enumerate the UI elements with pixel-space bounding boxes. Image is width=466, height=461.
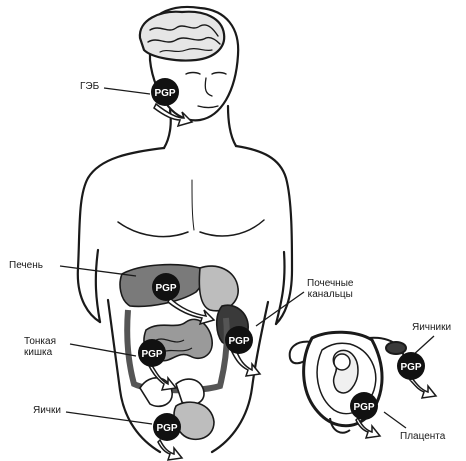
label-liver: Печень [9, 260, 43, 271]
pgp-marker-bbb: PGP [151, 78, 179, 106]
testes-leader [66, 412, 152, 424]
label-renal-line2: канальцы [307, 289, 353, 300]
label-placenta: Плацента [400, 431, 445, 442]
torso-right-outline [236, 146, 292, 324]
ovary [386, 342, 406, 354]
pgp-marker-placenta: PGP [350, 392, 378, 420]
label-intestine-line1: Тонкая [24, 336, 56, 347]
uterus-inset [290, 332, 406, 432]
svg-text:PGP: PGP [155, 283, 176, 294]
label-intestine-line2: кишка [24, 347, 56, 358]
label-bbb: ГЭБ [80, 81, 99, 92]
label-ovaries: Яичники [412, 322, 451, 333]
svg-text:PGP: PGP [353, 402, 374, 413]
label-renal-tubules: Почечные канальцы [307, 278, 353, 300]
bbb-leader [104, 88, 150, 94]
liver-leader [60, 266, 136, 276]
ovaries-arrow [410, 378, 436, 398]
pgp-marker-testes: PGP [153, 413, 181, 441]
label-testes: Яички [33, 405, 61, 416]
svg-text:PGP: PGP [400, 362, 421, 373]
label-small-intestine: Тонкая кишка [24, 336, 56, 358]
brain [140, 12, 224, 61]
stomach [199, 266, 238, 311]
placenta-arrow [356, 418, 380, 438]
pgp-marker-ovaries: PGP [397, 352, 425, 380]
testes-arrow [158, 440, 182, 460]
testes-organ [174, 402, 214, 439]
placenta-leader [384, 412, 406, 428]
pgp-marker-renal: PGP [225, 326, 253, 354]
svg-text:PGP: PGP [141, 349, 162, 360]
svg-text:PGP: PGP [228, 336, 249, 347]
label-renal-line1: Почечные [307, 278, 353, 289]
svg-text:PGP: PGP [154, 88, 175, 99]
svg-text:PGP: PGP [156, 423, 177, 434]
fetus-head [334, 354, 350, 370]
pgp-marker-intestine: PGP [138, 339, 166, 367]
pgp-marker-liver: PGP [152, 273, 180, 301]
